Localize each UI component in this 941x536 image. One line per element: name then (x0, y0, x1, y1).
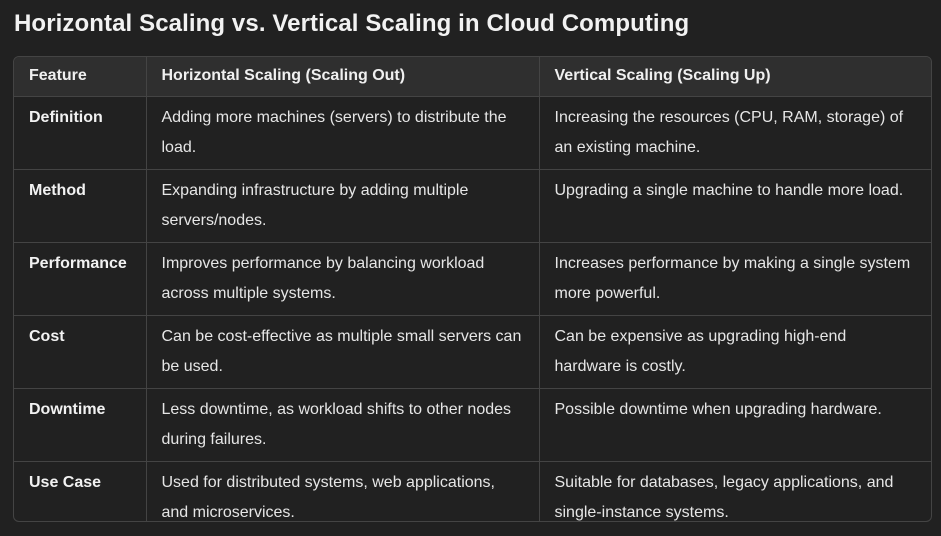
row-horizontal-cell: Can be cost-effective as multiple small … (145, 314, 539, 388)
row-feature-cell: Performance (14, 241, 146, 315)
row-vertical-cell: Increases performance by making a single… (538, 241, 931, 315)
comparison-table-container: Feature Horizontal Scaling (Scaling Out)… (13, 56, 932, 522)
table-row: Use Case Used for distributed systems, w… (14, 460, 931, 521)
table-row: Performance Improves performance by bala… (14, 241, 931, 315)
table-row: Method Expanding infrastructure by addin… (14, 168, 931, 242)
row-horizontal-cell: Improves performance by balancing worklo… (145, 241, 539, 315)
header-horizontal-scaling: Horizontal Scaling (Scaling Out) (145, 57, 539, 97)
row-vertical-cell: Possible downtime when upgrading hardwar… (538, 387, 931, 461)
header-feature: Feature (14, 57, 146, 97)
row-vertical-cell: Upgrading a single machine to handle mor… (538, 168, 931, 242)
row-feature-cell: Use Case (14, 460, 146, 521)
row-feature-cell: Downtime (14, 387, 146, 461)
row-vertical-cell: Increasing the resources (CPU, RAM, stor… (538, 96, 931, 169)
row-horizontal-cell: Adding more machines (servers) to distri… (145, 96, 539, 169)
page-title: Horizontal Scaling vs. Vertical Scaling … (14, 10, 690, 37)
header-vertical-scaling: Vertical Scaling (Scaling Up) (538, 57, 931, 97)
row-horizontal-cell: Used for distributed systems, web applic… (145, 460, 539, 521)
row-feature-cell: Cost (14, 314, 146, 388)
table-row: Definition Adding more machines (servers… (14, 96, 931, 169)
row-feature-cell: Definition (29, 108, 103, 126)
table-header-row: Feature Horizontal Scaling (Scaling Out)… (14, 57, 931, 97)
row-feature-cell: Method (14, 168, 146, 242)
comparison-table: Feature Horizontal Scaling (Scaling Out)… (14, 57, 931, 521)
row-horizontal-cell: Expanding infrastructure by adding multi… (145, 168, 539, 242)
row-vertical-cell: Can be expensive as upgrading high-end h… (538, 314, 931, 388)
table-body: Definition Adding more machines (servers… (14, 96, 931, 521)
row-horizontal-cell: Less downtime, as workload shifts to oth… (145, 387, 539, 461)
table-row: Downtime Less downtime, as workload shif… (14, 387, 931, 461)
table-row: Cost Can be cost-effective as multiple s… (14, 314, 931, 388)
table-header: Feature Horizontal Scaling (Scaling Out)… (14, 57, 931, 97)
row-vertical-cell: Suitable for databases, legacy applicati… (538, 460, 931, 521)
